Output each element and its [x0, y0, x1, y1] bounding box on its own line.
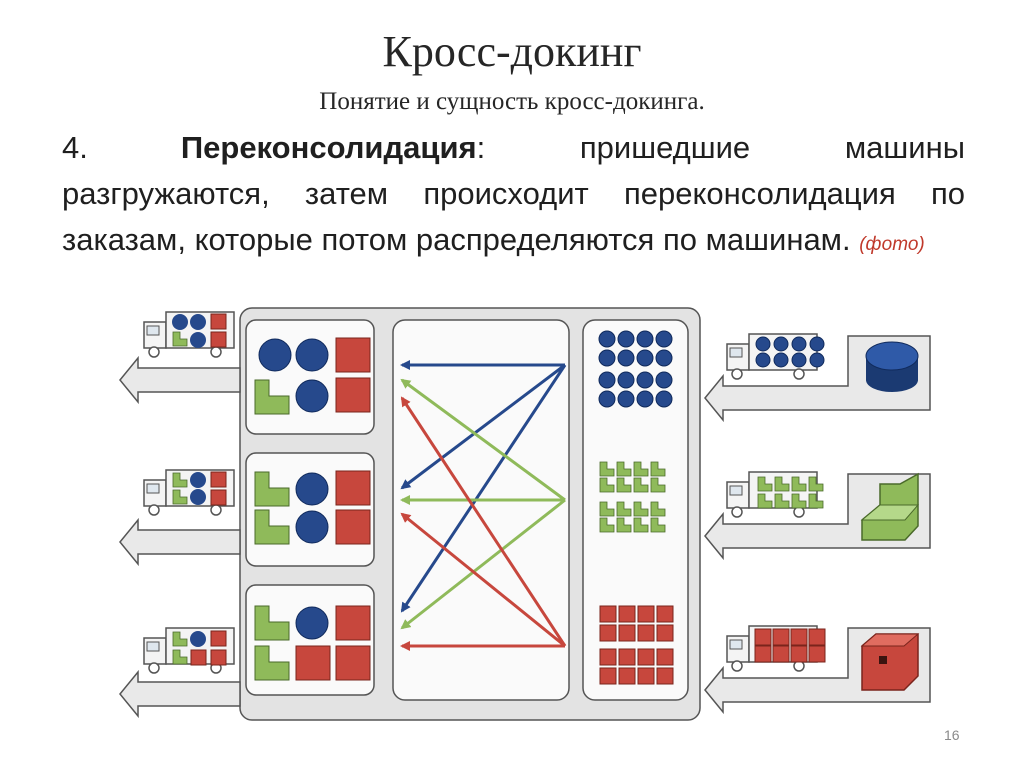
- inbound-dock-3: [704, 625, 931, 715]
- flow-arrows: [400, 360, 567, 651]
- outbound-dock-2: [119, 469, 241, 565]
- outbound-dock-1: [119, 311, 241, 403]
- definition-paragraph: 4. Переконсолидация: пришедшие машины ра…: [62, 125, 965, 268]
- inbound-dock-2: [704, 471, 931, 561]
- outbound-dock-3: [119, 627, 241, 717]
- outbound-zone: [245, 319, 375, 696]
- slide-title: Кросс-докинг: [382, 27, 642, 76]
- inbound-dock-1: [704, 333, 931, 423]
- item-number: 4.: [62, 130, 88, 165]
- inbound-zone: [582, 319, 689, 701]
- photo-link[interactable]: (фото): [859, 234, 925, 255]
- slide-subtitle: Понятие и сущность кросс-докинга.: [319, 88, 705, 115]
- page-number: 16: [944, 727, 960, 743]
- term-reconsolidation: Переконсолидация: [180, 130, 477, 165]
- sorting-zone: [392, 319, 570, 701]
- definition-text: : пришедшие машины разгружаются, затем п…: [62, 130, 965, 257]
